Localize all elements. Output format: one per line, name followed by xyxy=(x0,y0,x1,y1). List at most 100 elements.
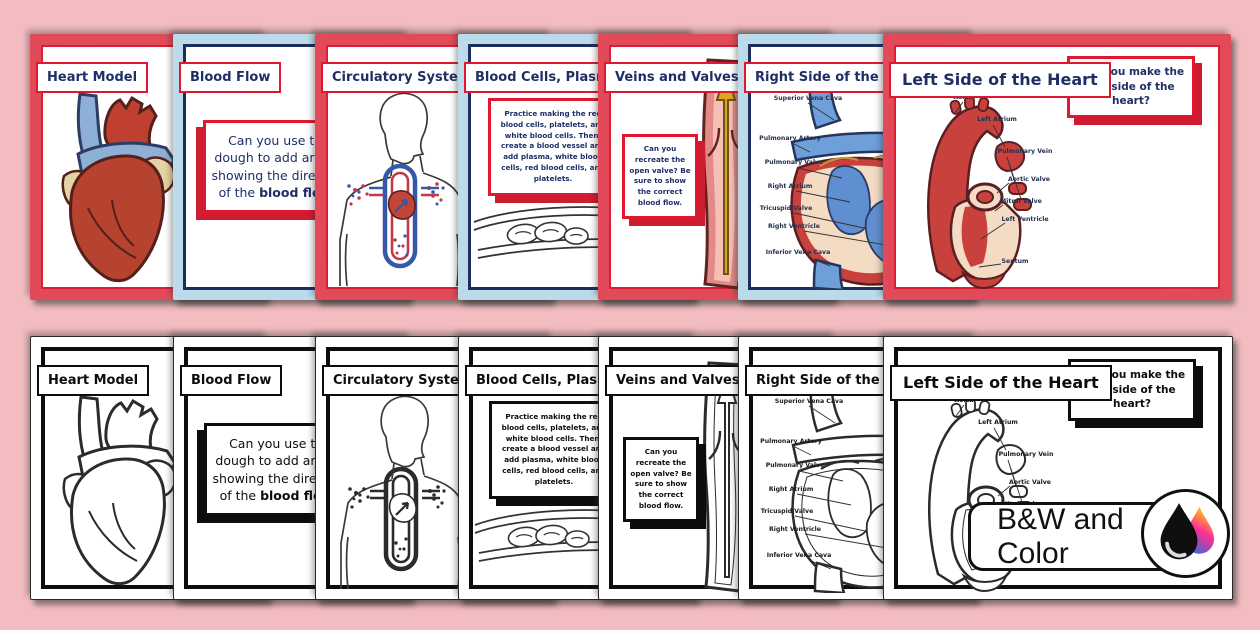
card-title: Blood Cells, Plasma, and Platelets xyxy=(465,365,695,396)
question-box: Can you use the dough to add arrows show… xyxy=(204,423,356,516)
card-title: Blood Flow xyxy=(179,62,282,93)
card-inner-frame xyxy=(609,347,825,589)
svg-text:Right Ventricle: Right Ventricle xyxy=(768,223,820,230)
question-box: Can you recreate the open valve? Be sure… xyxy=(623,437,699,522)
card-title: Right Side of the Heart xyxy=(744,62,936,93)
question-text-bold: blood flow? xyxy=(260,487,341,503)
card-inner-frame xyxy=(748,44,964,290)
question-text-bold: blood flow? xyxy=(259,184,340,200)
right-heart-diagram: Superior Vena Cava Pulmonary Artery Pulm… xyxy=(747,383,972,593)
blood-vessel-illustration xyxy=(472,192,647,266)
svg-text:Left Atrium: Left Atrium xyxy=(977,116,1017,123)
card-title: Blood Flow xyxy=(180,365,283,396)
vein-valve-illustration xyxy=(699,359,757,595)
card-inner-frame xyxy=(326,347,542,589)
svg-text:Pulmonary Vein: Pulmonary Vein xyxy=(998,148,1053,155)
card-inner-frame xyxy=(184,347,400,589)
card-inner-frame xyxy=(894,45,1220,289)
card-title: Circulatory System xyxy=(321,62,483,93)
heart-illustration xyxy=(50,84,178,284)
question-text: Can you use the dough to add arrows show… xyxy=(212,436,348,503)
svg-text:Right Atrium: Right Atrium xyxy=(769,486,814,493)
card-inner-frame xyxy=(894,347,1222,589)
question-box: Can you make the left side of the heart? xyxy=(1068,359,1196,422)
ink-drops-icon xyxy=(1141,489,1230,578)
badge-pill: B&W and Color xyxy=(968,502,1198,571)
svg-text:Aortic Valve: Aortic Valve xyxy=(1009,479,1051,486)
svg-text:Mitral Valve: Mitral Valve xyxy=(1001,501,1043,508)
svg-text:Pulmonary Artery: Pulmonary Artery xyxy=(759,135,821,142)
card-title: Right Side of the Heart xyxy=(745,365,937,396)
question-text: Can you make the left side of the heart? xyxy=(1077,66,1185,108)
svg-text:Aortic Valve: Aortic Valve xyxy=(1008,176,1050,183)
question-text: Can you recreate the open valve? Be sure… xyxy=(630,447,692,500)
svg-text:Inferior Vena Cava: Inferior Vena Cava xyxy=(767,552,832,559)
card-inner-frame xyxy=(183,44,399,290)
question-box: Can you make the left side of the heart? xyxy=(1067,56,1195,119)
svg-text:Mitral Valve: Mitral Valve xyxy=(1000,198,1042,205)
card-right-side-bw: Right Side of the Heart Superior Vena Ca… xyxy=(738,336,976,600)
card-inner-frame xyxy=(609,45,823,289)
card-circulatory-system-color: Circulatory System xyxy=(315,34,551,300)
card-title: Blood Cells, Plasma, and Platelets xyxy=(464,62,694,93)
card-blood-cells-bw: Blood Cells, Plasma, and PlateletsPracti… xyxy=(458,336,696,600)
card-inner-frame xyxy=(41,45,255,289)
question-text: Can you recreate the open valve? Be sure… xyxy=(629,144,691,197)
card-right-side-color: Right Side of the Heart Superior Vena Ca… xyxy=(738,34,974,300)
svg-text:Tricuspid Valve: Tricuspid Valve xyxy=(760,205,813,212)
svg-text:Pulmonary Valve: Pulmonary Valve xyxy=(765,159,824,166)
svg-text:Pulmonary Artery: Pulmonary Artery xyxy=(760,438,822,445)
svg-text:Superior Vena Cava: Superior Vena Cava xyxy=(775,398,843,405)
card-inner-frame xyxy=(749,347,965,589)
card-title: Veins and Valves xyxy=(605,365,751,396)
card-inner-frame xyxy=(326,45,540,289)
card-title: Veins and Valves xyxy=(604,62,750,93)
card-inner-frame xyxy=(468,44,684,290)
card-title: Heart Model xyxy=(36,62,149,93)
question-box: Can you recreate the open valve? Be sure… xyxy=(622,134,698,219)
blood-vessel-illustration xyxy=(473,495,648,569)
card-inner-frame xyxy=(41,347,257,589)
card-title: Heart Model xyxy=(37,365,150,396)
svg-text:Aorta: Aorta xyxy=(953,94,972,101)
card-title: Left Side of the Heart xyxy=(890,365,1112,401)
question-text: Practice making the red blood cells, pla… xyxy=(500,109,606,183)
svg-text:Pulmonary Vein: Pulmonary Vein xyxy=(999,451,1054,458)
left-heart-diagram: Aorta Left Atrium Pulmonary Vein Aortic … xyxy=(897,89,1207,289)
question-box: Practice making the red blood cells, pla… xyxy=(488,98,618,196)
question-box: Can you use the dough to add arrows show… xyxy=(203,120,355,213)
circulatory-body-illustration xyxy=(326,391,468,589)
badge-label: B&W and Color xyxy=(997,502,1124,570)
question-text-bold: blood flow. xyxy=(637,197,683,207)
question-text: Can you use the dough to add arrows show… xyxy=(211,133,347,200)
svg-text:Tricuspid Valve: Tricuspid Valve xyxy=(761,508,814,515)
left-heart-diagram: Aorta Left Atrium Pulmonary Vein Aortic … xyxy=(898,392,1208,592)
svg-text:Right Ventricle: Right Ventricle xyxy=(769,526,821,533)
question-text: Practice making the red blood cells, pla… xyxy=(501,412,607,486)
svg-text:Left Ventricle: Left Ventricle xyxy=(1001,216,1048,223)
svg-text:Inferior Vena Cava: Inferior Vena Cava xyxy=(766,249,831,256)
card-blood-cells-color: Blood Cells, Plasma, and PlateletsPracti… xyxy=(458,34,694,300)
right-heart-diagram: Superior Vena Cava Pulmonary Artery Pulm… xyxy=(746,80,971,290)
circulatory-body-illustration xyxy=(325,88,467,286)
svg-text:Left Atrium: Left Atrium xyxy=(978,419,1018,426)
question-text-bold: blood flow. xyxy=(638,500,684,510)
question-text: Can you make the left side of the heart? xyxy=(1078,369,1186,411)
card-heart-model-bw: Heart Model xyxy=(30,336,268,600)
question-box: Practice making the red blood cells, pla… xyxy=(489,401,619,499)
heart-illustration xyxy=(51,387,179,587)
svg-text:Superior Vena Cava: Superior Vena Cava xyxy=(774,95,842,102)
card-circulatory-system-bw: Circulatory System xyxy=(315,336,553,600)
svg-text:Right Atrium: Right Atrium xyxy=(768,183,813,190)
card-title: Left Side of the Heart xyxy=(889,62,1111,98)
svg-text:Septum: Septum xyxy=(1003,561,1030,568)
